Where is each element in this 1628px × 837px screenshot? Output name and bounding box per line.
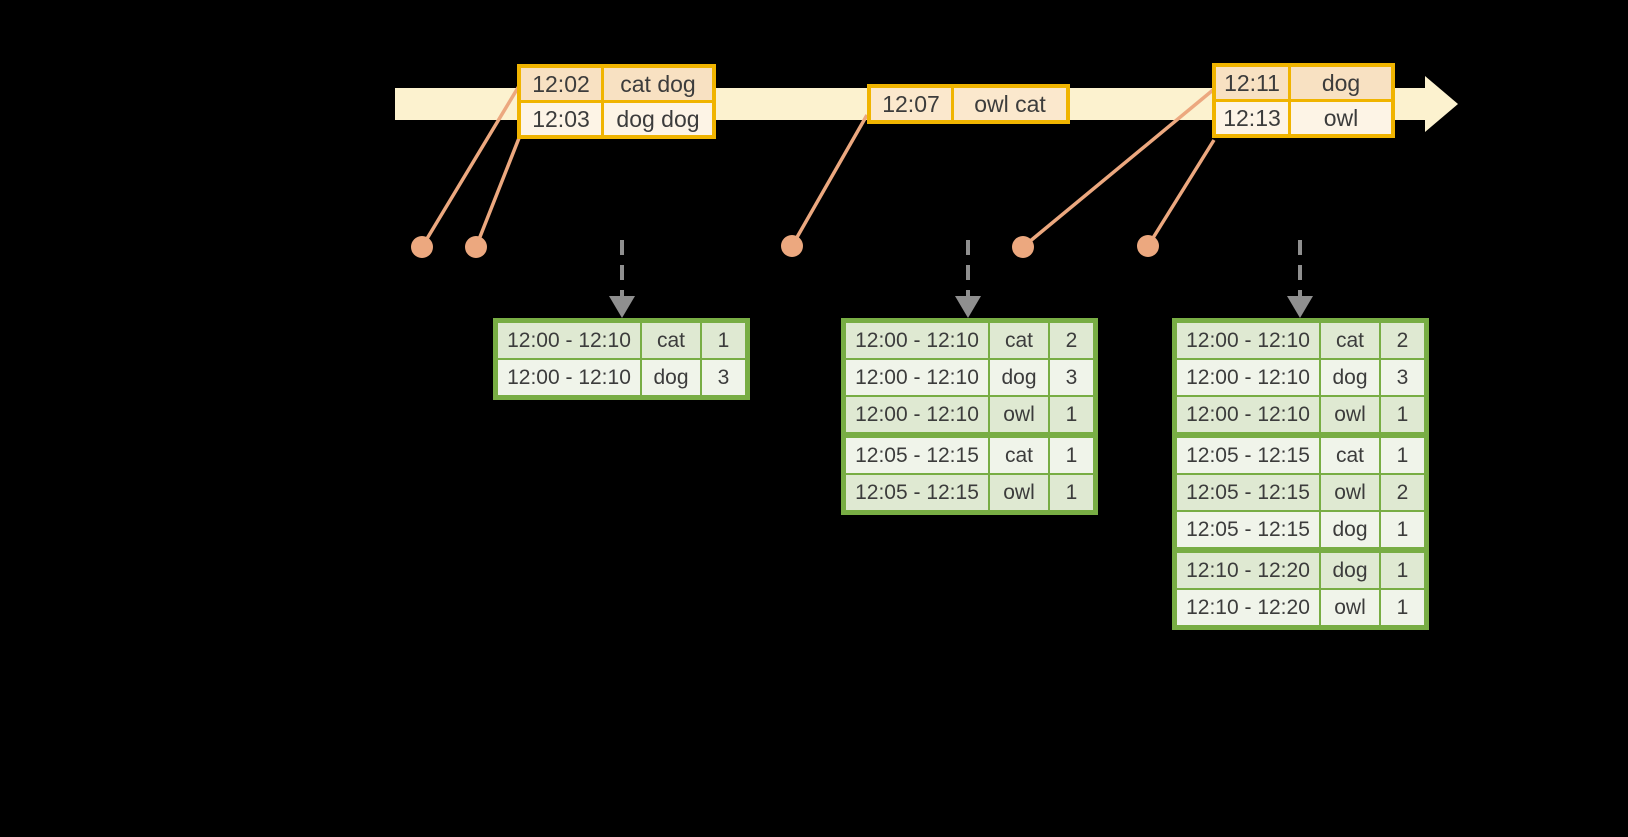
event-row: 12:11 dog	[1216, 67, 1391, 99]
result-row: 12:05 - 12:15 cat 1	[1177, 438, 1424, 473]
event-dot-icon	[1012, 236, 1034, 258]
timeline-arrowhead-icon	[1425, 76, 1458, 132]
trigger-arrow	[609, 240, 635, 318]
result-row: 12:05 - 12:15 dog 1	[1177, 512, 1424, 547]
word-cell: dog	[1321, 553, 1379, 588]
event-row: 12:02 cat dog	[521, 68, 712, 100]
trigger-arrow	[955, 240, 981, 318]
event-words-cell: dog	[1291, 67, 1391, 99]
event-dot-icon	[1137, 235, 1159, 257]
count-cell: 1	[1381, 590, 1424, 625]
window-cell: 12:05 - 12:15	[1177, 438, 1319, 473]
result-row: 12:00 - 12:10 owl 1	[846, 397, 1093, 432]
result-row: 12:00 - 12:10 cat 1	[498, 323, 745, 358]
count-cell: 1	[1050, 475, 1093, 510]
window-cell: 12:10 - 12:20	[1177, 553, 1319, 588]
word-cell: cat	[990, 438, 1048, 473]
window-cell: 12:00 - 12:10	[846, 360, 988, 395]
event-connector-line	[790, 114, 869, 247]
window-cell: 12:05 - 12:15	[846, 475, 988, 510]
window-cell: 12:05 - 12:15	[846, 438, 988, 473]
count-cell: 2	[1050, 323, 1093, 358]
word-cell: cat	[1321, 438, 1379, 473]
window-cell: 12:00 - 12:10	[846, 323, 988, 358]
event-dot-icon	[781, 235, 803, 257]
result-row: 12:10 - 12:20 owl 1	[1177, 590, 1424, 625]
window-cell: 12:00 - 12:10	[846, 397, 988, 432]
word-cell: dog	[990, 360, 1048, 395]
result-row: 12:10 - 12:20 dog 1	[1177, 553, 1424, 588]
count-cell: 1	[1381, 438, 1424, 473]
window-cell: 12:00 - 12:10	[1177, 360, 1319, 395]
word-cell: dog	[1321, 512, 1379, 547]
event-words-cell: owl	[1291, 102, 1391, 134]
count-cell: 1	[1050, 397, 1093, 432]
result-row: 12:00 - 12:10 owl 1	[1177, 397, 1424, 432]
event-dot-icon	[411, 236, 433, 258]
result-table-1: 12:00 - 12:10 cat 1 12:00 - 12:10 dog 3	[493, 318, 750, 400]
trigger-arrowhead-icon	[609, 296, 635, 318]
count-cell: 2	[1381, 475, 1424, 510]
event-connector-line	[420, 85, 521, 248]
event-connector-line	[1146, 139, 1216, 247]
word-cell: cat	[642, 323, 700, 358]
word-cell: owl	[1321, 590, 1379, 625]
window-cell: 12:00 - 12:10	[1177, 397, 1319, 432]
word-cell: owl	[1321, 397, 1379, 432]
event-row: 12:03 dog dog	[521, 103, 712, 135]
word-cell: owl	[1321, 475, 1379, 510]
result-row: 12:00 - 12:10 cat 2	[1177, 323, 1424, 358]
event-time-cell: 12:07	[871, 88, 951, 120]
window-cell: 12:05 - 12:15	[1177, 475, 1319, 510]
event-words-cell: cat dog	[604, 68, 712, 100]
result-table-2: 12:00 - 12:10 cat 2 12:00 - 12:10 dog 3 …	[841, 318, 1098, 515]
result-row: 12:00 - 12:10 cat 2	[846, 323, 1093, 358]
event-row: 12:13 owl	[1216, 102, 1391, 134]
word-cell: cat	[990, 323, 1048, 358]
result-row: 12:05 - 12:15 owl 2	[1177, 475, 1424, 510]
event-words-cell: dog dog	[604, 103, 712, 135]
count-cell: 3	[1381, 360, 1424, 395]
trigger-arrow	[1287, 240, 1313, 318]
result-table-3: 12:00 - 12:10 cat 2 12:00 - 12:10 dog 3 …	[1172, 318, 1429, 630]
event-table-2: 12:07 owl cat	[867, 84, 1070, 124]
event-connector-line	[474, 132, 523, 248]
count-cell: 3	[1050, 360, 1093, 395]
event-table-1: 12:02 cat dog 12:03 dog dog	[517, 64, 716, 139]
word-cell: dog	[642, 360, 700, 395]
count-cell: 1	[1381, 553, 1424, 588]
count-cell: 2	[1381, 323, 1424, 358]
trigger-arrowhead-icon	[955, 296, 981, 318]
event-dot-icon	[465, 236, 487, 258]
event-time-cell: 12:02	[521, 68, 601, 100]
result-row: 12:05 - 12:15 cat 1	[846, 438, 1093, 473]
result-row: 12:05 - 12:15 owl 1	[846, 475, 1093, 510]
event-words-cell: owl cat	[954, 88, 1066, 120]
window-cell: 12:10 - 12:20	[1177, 590, 1319, 625]
window-cell: 12:05 - 12:15	[1177, 512, 1319, 547]
event-row: 12:07 owl cat	[871, 88, 1066, 120]
window-cell: 12:00 - 12:10	[1177, 323, 1319, 358]
word-cell: owl	[990, 397, 1048, 432]
trigger-arrowhead-icon	[1287, 296, 1313, 318]
result-row: 12:00 - 12:10 dog 3	[498, 360, 745, 395]
count-cell: 1	[1050, 438, 1093, 473]
event-time-cell: 12:11	[1216, 67, 1288, 99]
event-time-cell: 12:13	[1216, 102, 1288, 134]
count-cell: 1	[1381, 512, 1424, 547]
count-cell: 3	[702, 360, 745, 395]
event-time-cell: 12:03	[521, 103, 601, 135]
result-row: 12:00 - 12:10 dog 3	[1177, 360, 1424, 395]
result-row: 12:00 - 12:10 dog 3	[846, 360, 1093, 395]
word-cell: owl	[990, 475, 1048, 510]
word-cell: cat	[1321, 323, 1379, 358]
word-cell: dog	[1321, 360, 1379, 395]
window-cell: 12:00 - 12:10	[498, 360, 640, 395]
count-cell: 1	[1381, 397, 1424, 432]
count-cell: 1	[702, 323, 745, 358]
window-cell: 12:00 - 12:10	[498, 323, 640, 358]
event-table-3: 12:11 dog 12:13 owl	[1212, 63, 1395, 138]
